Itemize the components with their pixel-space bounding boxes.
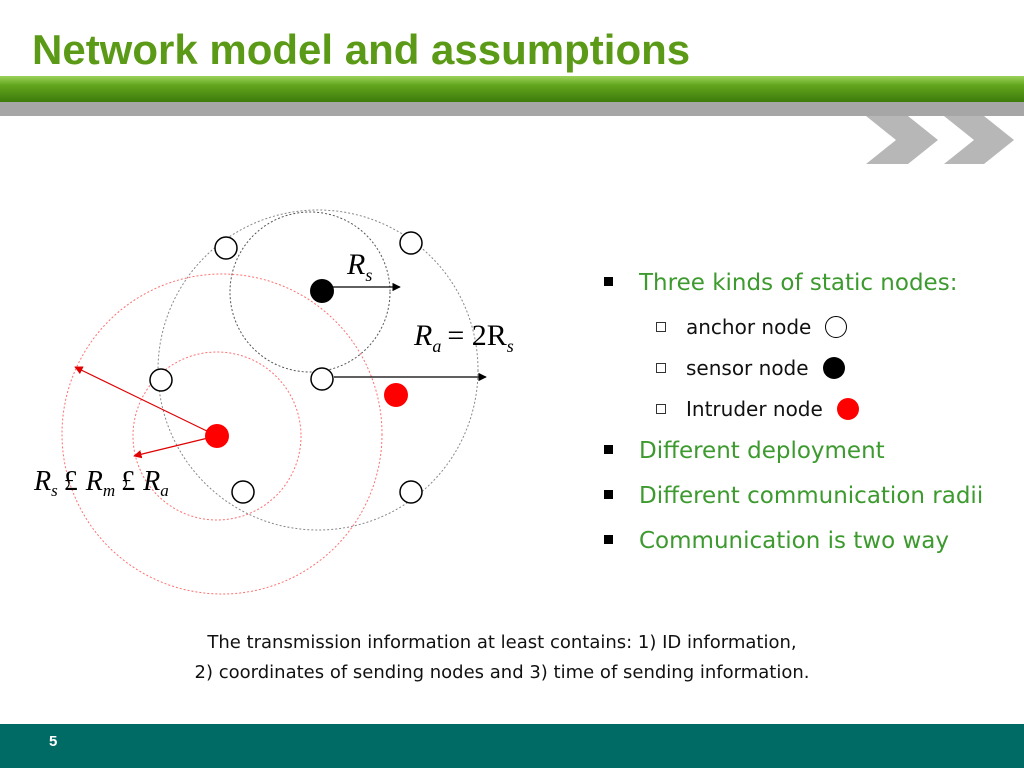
- intruder-node: [205, 424, 229, 448]
- sub-bullet-text: anchor node: [686, 315, 812, 339]
- intruder-range-circle-small: [132, 351, 302, 521]
- network-diagram: Rs Ra= 2Rs Rs£Rm£Ra: [33, 209, 514, 595]
- footer-bar: [0, 724, 1024, 768]
- bullet-list: Three kinds of static nodes: anchor node…: [604, 268, 1014, 571]
- intruder-node: [384, 383, 408, 407]
- anchor-node: [399, 480, 423, 504]
- square-bullet-icon: [604, 445, 613, 454]
- hollow-square-bullet-icon: [656, 363, 666, 373]
- anchor-node: [310, 367, 334, 391]
- bullet-item: Three kinds of static nodes:: [604, 268, 1014, 299]
- bullet-text: Three kinds of static nodes:: [639, 270, 958, 296]
- bullet-item: Different deployment: [604, 436, 1014, 467]
- page-number: 5: [49, 733, 58, 750]
- ra-label: Ra= 2Rs: [413, 319, 514, 356]
- anchor-range-circle-small: [229, 211, 391, 373]
- bullet-item: Communication is two way: [604, 526, 1014, 557]
- header-gray-bar: [0, 102, 1024, 116]
- sub-bullet-item: sensor node: [656, 354, 1014, 382]
- anchor-node-icon: [825, 316, 848, 338]
- radius-inequality-label: Rs£Rm£Ra: [33, 466, 169, 500]
- sub-bullet-item: Intruder node: [656, 395, 1014, 423]
- sub-bullet-text: Intruder node: [686, 397, 823, 421]
- rm-arrow-long: [74, 366, 214, 435]
- anchor-node: [231, 480, 255, 504]
- anchor-node: [399, 231, 423, 255]
- rm-arrow-short: [133, 437, 209, 459]
- square-bullet-icon: [604, 277, 613, 286]
- bullet-text: Different communication radii: [639, 483, 984, 509]
- anchor-node: [149, 368, 173, 392]
- chevron-arrows-icon: [866, 116, 1014, 164]
- intruder-node-icon: [836, 398, 859, 420]
- anchor-node: [214, 236, 238, 260]
- hollow-square-bullet-icon: [656, 322, 666, 332]
- square-bullet-icon: [604, 490, 613, 499]
- intruder-range-circle-large: [61, 273, 383, 595]
- anchor-range-circle-large: [157, 209, 479, 531]
- bullet-item: Different communication radii: [604, 481, 1014, 512]
- note-line-2: 2) coordinates of sending nodes and 3) t…: [194, 662, 810, 683]
- square-bullet-icon: [604, 535, 613, 544]
- sensor-node-icon: [822, 357, 845, 379]
- slide-title: Network model and assumptions: [32, 26, 691, 73]
- bullet-text: Different deployment: [639, 438, 885, 464]
- hollow-square-bullet-icon: [656, 404, 666, 414]
- header-green-bar: [0, 76, 1024, 102]
- note-line-1: The transmission information at least co…: [207, 632, 797, 653]
- sensor-node: [310, 279, 334, 303]
- sub-bullet-text: sensor node: [686, 356, 809, 380]
- sub-bullet-item: anchor node: [656, 313, 1014, 341]
- rs-label: Rs: [346, 248, 372, 285]
- bullet-text: Communication is two way: [639, 528, 950, 554]
